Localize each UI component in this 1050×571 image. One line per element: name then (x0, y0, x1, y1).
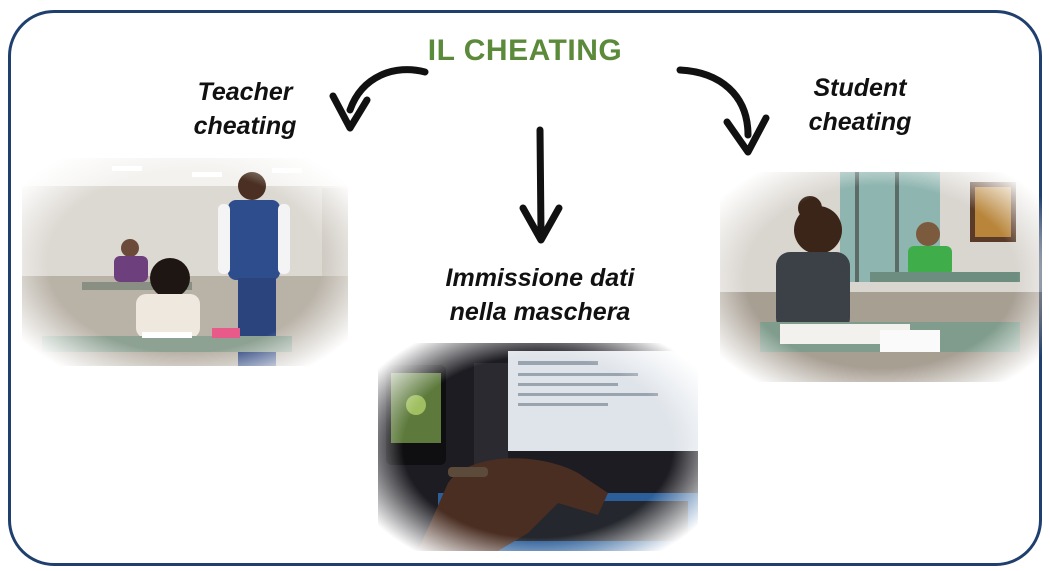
arrow-to-student (676, 66, 770, 156)
arrow-to-teacher (329, 66, 429, 132)
diagram-title: IL CHEATING (427, 34, 623, 67)
student-cheating-label: Student cheating (790, 71, 930, 139)
teacher-label-line1: Teacher (197, 78, 293, 106)
teacher-label-line2: cheating (193, 112, 297, 140)
mask-label-line1: Immissione dati (445, 264, 635, 292)
teacher-cheating-label: Teacher cheating (170, 75, 320, 143)
student-label-line2: cheating (808, 108, 912, 136)
student-label-line1: Student (813, 74, 907, 102)
arrow-to-data-entry (519, 126, 563, 244)
data-entry-label: Immissione dati nella maschera (395, 261, 685, 329)
mask-label-line2: nella maschera (449, 298, 631, 326)
student-cheating-photo (720, 172, 1042, 382)
teacher-cheating-photo (22, 158, 348, 366)
data-entry-laptop-photo (378, 343, 698, 551)
